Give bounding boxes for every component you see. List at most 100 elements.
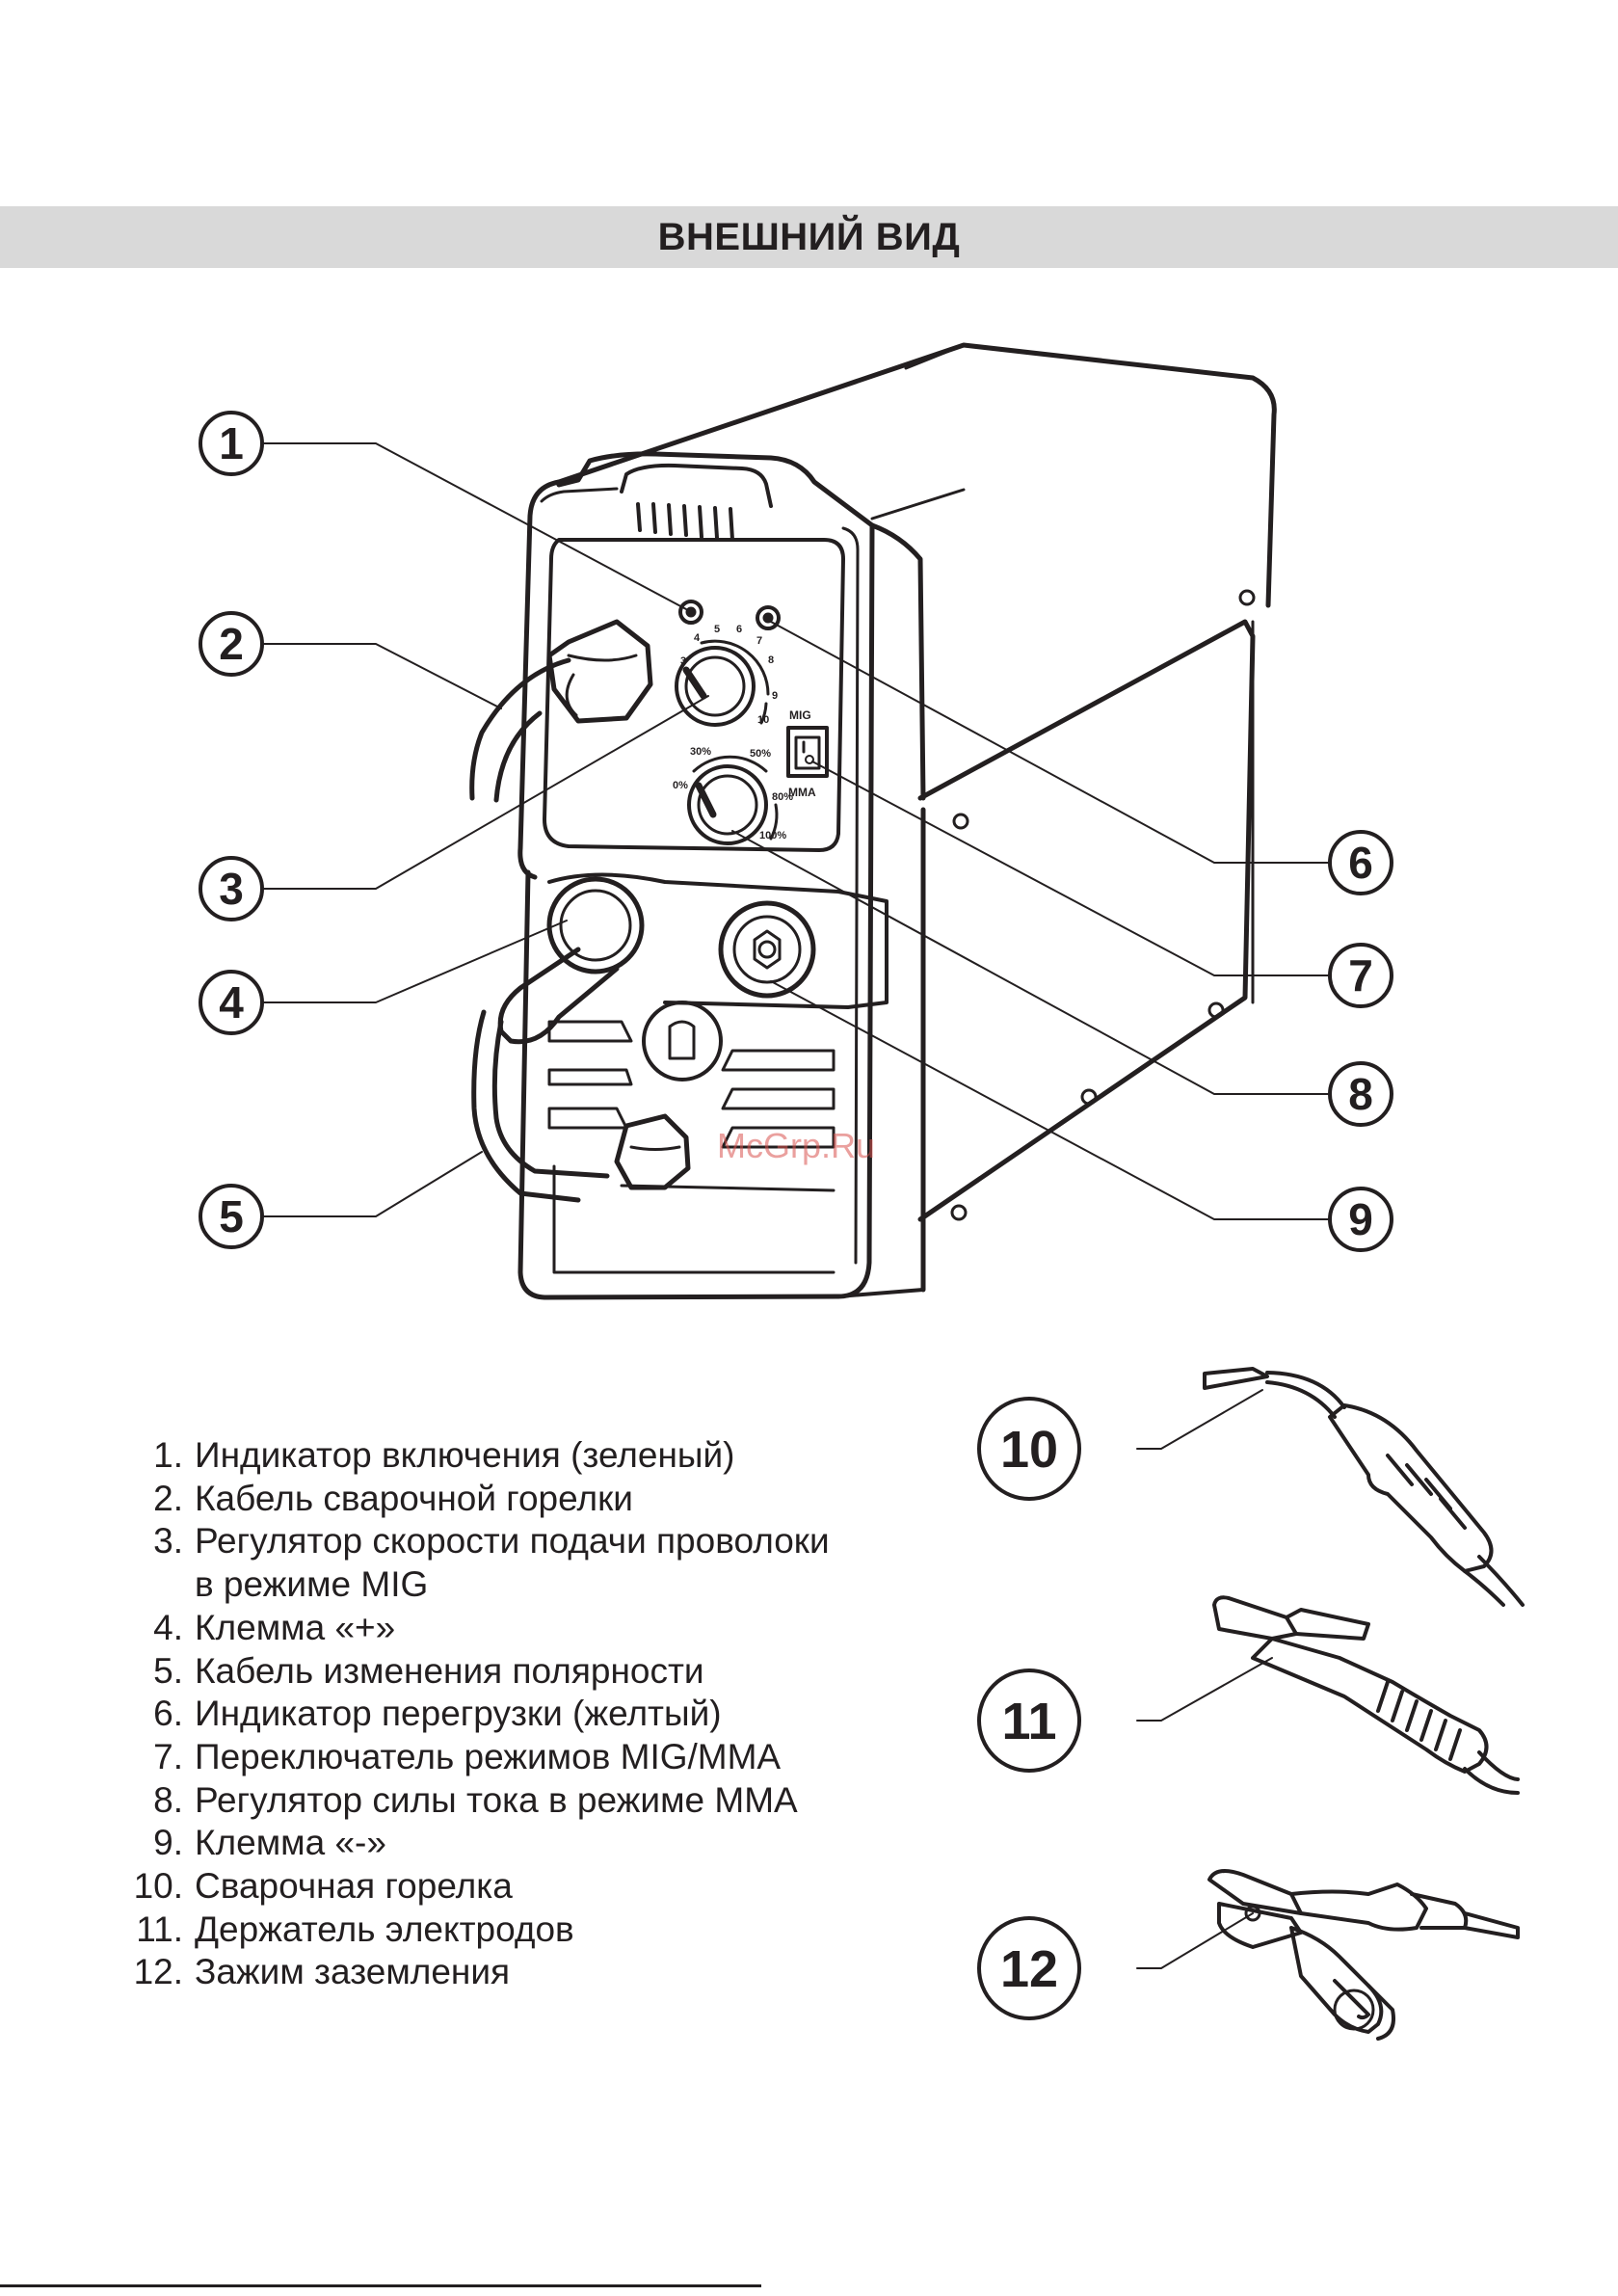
legend-number: 10.: [133, 1866, 183, 1907]
welder-housing: [517, 342, 1277, 1300]
legend-item: 8. Регулятор силы тока в режиме MMA: [116, 1779, 830, 1823]
watermark: McGrp.Ru: [717, 1126, 876, 1165]
current-knob: [687, 755, 779, 845]
callout-11: 11: [977, 1669, 1081, 1773]
legend-item: 4. Клемма «+»: [116, 1607, 830, 1650]
svg-text:11: 11: [1001, 1693, 1056, 1750]
wire-speed-tick: 4: [694, 632, 701, 644]
legend-text: Регулятор силы тока в режиме MMA: [195, 1779, 798, 1820]
callout-2: 2: [199, 611, 264, 677]
legend-item: 5. Кабель изменения полярности: [116, 1650, 830, 1694]
svg-text:12: 12: [1000, 1940, 1058, 1998]
svg-text:4: 4: [219, 977, 244, 1028]
callout-5: 5: [199, 1184, 264, 1249]
wire-speed-tick: 7: [756, 635, 762, 647]
legend-text: Зажим заземления: [195, 1952, 511, 1992]
wire-speed-tick: 8: [768, 654, 774, 666]
legend-number: 4.: [153, 1607, 183, 1647]
legend-number: 6.: [153, 1694, 183, 1734]
negative-terminal: [718, 900, 816, 999]
wire-speed-knob: [675, 639, 770, 727]
output-section: [471, 872, 889, 1274]
mode-switch-label-bottom: MMA: [788, 786, 816, 799]
ventilation-grille: [547, 1001, 836, 1274]
legend-item: 6. Индикатор перегрузки (желтый): [116, 1693, 830, 1736]
svg-text:6: 6: [1348, 838, 1373, 888]
torch-cable-gland: [469, 619, 653, 803]
polarity-cable-nut: [614, 1113, 691, 1190]
electrode-holder-illustration: [1136, 1595, 1520, 1795]
legend-number: 5.: [153, 1650, 183, 1691]
callout-4: 4: [199, 970, 264, 1035]
parts-legend: 1. Индикатор включения (зеленый) 2. Кабель…: [116, 1434, 830, 1994]
page-title: ВНЕШНИЙ ВИД: [657, 216, 961, 258]
legend-number: 1.: [153, 1435, 183, 1475]
wire-speed-tick: 10: [757, 714, 769, 726]
legend-number: 3.: [153, 1521, 183, 1562]
ground-clamp-illustration: [1136, 1869, 1520, 2041]
leader-lines: [261, 442, 1331, 1220]
callout-9: 9: [1328, 1187, 1393, 1252]
legend-number: 2.: [153, 1478, 183, 1518]
title-band: ВНЕШНИЙ ВИД: [0, 206, 1618, 268]
callout-10: 10: [977, 1397, 1081, 1501]
power-indicator-lamp: [678, 600, 703, 625]
callout-6: 6: [1328, 830, 1393, 895]
mode-switch-label-top: MIG: [789, 708, 811, 722]
footer-rule: [0, 2284, 761, 2287]
svg-text:7: 7: [1348, 950, 1373, 1001]
wire-speed-tick: 6: [736, 624, 742, 635]
current-tick: 80%: [772, 791, 793, 803]
callout-12: 12: [977, 1916, 1081, 2020]
svg-text:3: 3: [219, 864, 244, 914]
legend-item: 1. Индикатор включения (зеленый): [116, 1434, 830, 1478]
callout-8: 8: [1328, 1061, 1393, 1127]
callout-1: 1: [199, 411, 264, 476]
legend-text-continuation: в режиме MIG: [195, 1564, 429, 1605]
legend-number: 7.: [153, 1736, 183, 1776]
legend-text: Индикатор перегрузки (желтый): [195, 1694, 722, 1734]
legend-item: 10. Сварочная горелка: [116, 1865, 830, 1909]
legend-item: 9. Клемма «-»: [116, 1822, 830, 1865]
svg-text:2: 2: [219, 619, 244, 669]
legend-item: 2. Кабель сварочной горелки: [116, 1478, 830, 1521]
legend-number: 8.: [153, 1779, 183, 1820]
legend-text: Регулятор скорости подачи проволоки: [195, 1521, 830, 1562]
svg-text:1: 1: [219, 418, 244, 468]
legend-text: Клемма «+»: [195, 1607, 396, 1647]
svg-text:10: 10: [1000, 1421, 1058, 1479]
legend-number: 12.: [133, 1952, 183, 1992]
callout-markers: 1 2 3 4 5 6 7 8: [199, 411, 1393, 2020]
current-tick: 30%: [690, 746, 711, 758]
overload-indicator-lamp: [756, 605, 781, 630]
legend-item: 12. Зажим заземления: [116, 1951, 830, 1994]
legend-item: 11. Держатель электродов: [116, 1909, 830, 1952]
legend-text: Держатель электродов: [195, 1909, 574, 1949]
callout-3: 3: [199, 856, 264, 921]
mode-switch: [786, 726, 829, 778]
svg-text:5: 5: [219, 1191, 244, 1241]
legend-text: Индикатор включения (зеленый): [195, 1435, 735, 1475]
legend-text: Кабель изменения полярности: [195, 1650, 704, 1691]
current-tick: 50%: [750, 748, 771, 760]
svg-text:9: 9: [1348, 1194, 1373, 1244]
control-panel: [469, 538, 845, 852]
wire-speed-tick: 5: [714, 624, 720, 635]
legend-item: 7. Переключатель режимов MIG/MMA: [116, 1736, 830, 1779]
wire-speed-tick: 9: [772, 690, 778, 702]
legend-text: Переключатель режимов MIG/MMA: [195, 1736, 782, 1776]
current-tick: 0%: [673, 780, 688, 791]
legend-number: 9.: [153, 1823, 183, 1863]
legend-text: Кабель сварочной горелки: [195, 1478, 633, 1518]
svg-text:8: 8: [1348, 1069, 1373, 1119]
panel-scale-labels: 3 4 5 6 7 8 9 10 0% 30% 50% 80% 100% MIG…: [673, 624, 816, 841]
legend-number: 11.: [136, 1909, 183, 1949]
welding-torch-illustration: [1136, 1367, 1525, 1607]
legend-text: Клемма «-»: [195, 1823, 386, 1863]
wire-speed-tick: 3: [680, 655, 686, 667]
callout-7: 7: [1328, 943, 1393, 1008]
legend-text: Сварочная горелка: [195, 1866, 513, 1907]
current-tick: 100%: [759, 830, 786, 841]
